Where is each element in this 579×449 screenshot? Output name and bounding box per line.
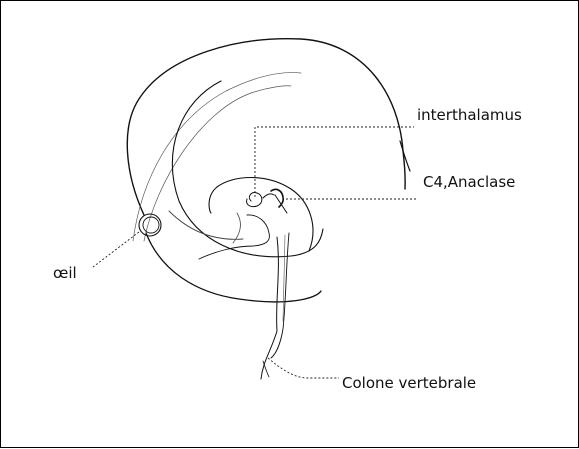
spine-left xyxy=(261,237,278,379)
spine-base xyxy=(263,361,269,377)
label-interthalamus: interthalamus xyxy=(417,108,522,123)
inner-guide-1 xyxy=(133,73,301,241)
c4-hook-2 xyxy=(275,195,287,213)
inner-shell xyxy=(209,178,313,252)
label-c4-anaclase: C4,Anaclase xyxy=(423,175,515,190)
label-colone-vertebrale: Colone vertebrale xyxy=(342,376,476,391)
leader-oeil xyxy=(93,232,139,267)
eye-inner xyxy=(143,217,159,233)
lower-contour xyxy=(146,233,321,302)
center-spiral xyxy=(247,193,262,207)
inner-shell-3 xyxy=(233,213,240,243)
leader-colone xyxy=(268,358,339,378)
leader-interthalamus xyxy=(255,127,414,197)
center-hook xyxy=(263,194,274,198)
label-oeil: œil xyxy=(53,266,77,281)
spiral-arm-2 xyxy=(169,211,243,239)
inner-shell-2 xyxy=(199,215,269,259)
inner-guide-2 xyxy=(144,86,291,241)
